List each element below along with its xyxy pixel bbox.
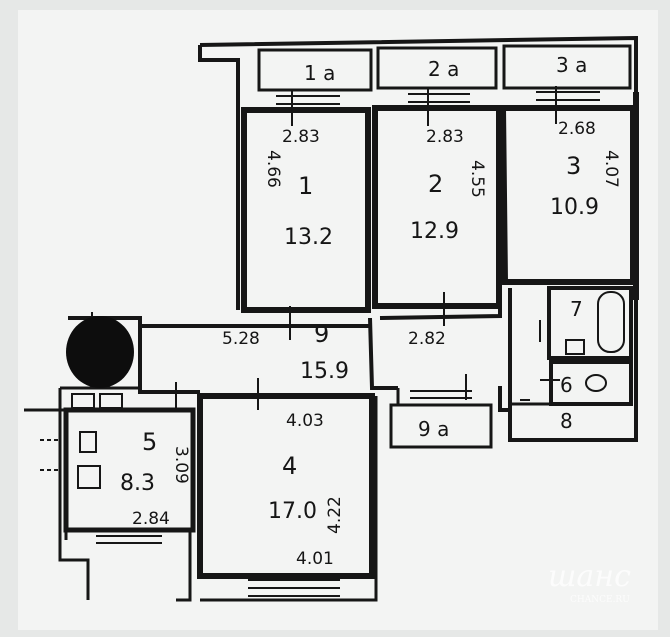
room-8-label: 8 bbox=[560, 409, 573, 433]
room-1-width: 2.83 bbox=[282, 127, 320, 147]
room-2-depth: 4.55 bbox=[467, 160, 487, 198]
room-3-number: 3 bbox=[566, 152, 581, 180]
toilet-icon bbox=[585, 374, 607, 392]
room-7-label: 7 bbox=[570, 297, 583, 321]
room-1-depth: 4.66 bbox=[263, 150, 283, 188]
room-5-number: 5 bbox=[142, 428, 157, 456]
room-2-area: 12.9 bbox=[410, 219, 459, 244]
windows bbox=[96, 86, 600, 597]
balcony-9a-label: 9 a bbox=[418, 417, 449, 441]
room-6-label: 6 bbox=[560, 373, 573, 397]
balcony-1a-label: 1 a bbox=[304, 61, 335, 85]
stove-icon bbox=[77, 465, 101, 489]
room-4-depth: 4.22 bbox=[325, 496, 345, 534]
balcony-2a-label: 2 a bbox=[428, 57, 459, 81]
room-4-width-bottom: 4.01 bbox=[296, 549, 334, 569]
room-4-area: 17.0 bbox=[268, 499, 317, 524]
bath-fixtures bbox=[77, 291, 625, 489]
watermark-logo-text: шанс bbox=[548, 559, 631, 594]
corridor-number: 9 bbox=[314, 320, 329, 348]
room-2-width: 2.83 bbox=[426, 127, 464, 147]
room-1-number: 1 bbox=[298, 172, 313, 200]
room-3-depth: 4.07 bbox=[601, 150, 621, 188]
corridor-right-dim: 2.82 bbox=[408, 329, 446, 349]
sink-icon bbox=[565, 339, 585, 355]
room-4-width-top: 4.03 bbox=[286, 411, 324, 431]
room-5-width: 2.84 bbox=[132, 509, 170, 529]
kitchen-sink-icon bbox=[79, 431, 97, 453]
room-4-number: 4 bbox=[282, 452, 297, 480]
room-3-area: 10.9 bbox=[550, 195, 599, 220]
balcony-3a-label: 3 a bbox=[556, 53, 587, 77]
corridor-left-dim: 5.28 bbox=[222, 329, 260, 349]
room-3-width: 2.68 bbox=[558, 119, 596, 139]
room-5-area: 8.3 bbox=[120, 471, 155, 496]
watermark-logo: шанс CHANCE.RU bbox=[548, 559, 631, 605]
room-1-area: 13.2 bbox=[284, 225, 333, 250]
watermark-url: CHANCE.RU bbox=[570, 595, 630, 605]
room-5-depth: 3.09 bbox=[171, 446, 191, 484]
room-2-number: 2 bbox=[428, 170, 443, 198]
corridor-area: 15.9 bbox=[300, 359, 349, 384]
redaction-blot bbox=[66, 316, 134, 388]
walls bbox=[24, 35, 639, 602]
bathtub-icon bbox=[597, 291, 625, 353]
